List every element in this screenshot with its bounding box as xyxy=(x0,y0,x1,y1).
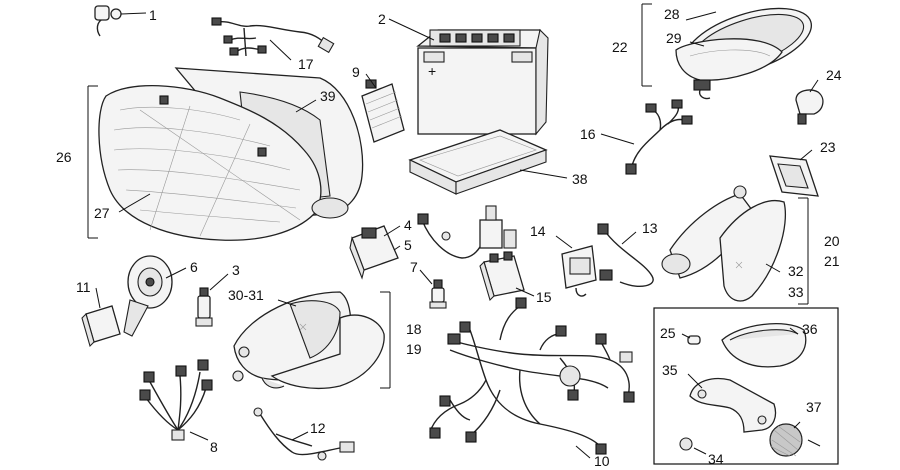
part-13-cable xyxy=(597,223,654,287)
label-12: 12 xyxy=(310,420,326,436)
part-15-fuse-holder xyxy=(479,251,535,302)
label-24: 24 xyxy=(826,67,842,83)
part-9-regulator xyxy=(361,73,405,143)
label-1: 1 xyxy=(149,7,157,23)
label-25: 25 xyxy=(660,325,676,341)
part-10-main-harness xyxy=(429,297,635,459)
part-labels: 1 2 3 4 5 6 7 8 9 10 11 12 13 14 15 16 1… xyxy=(56,6,842,469)
label-26: 26 xyxy=(56,149,72,165)
part-fuse-harness xyxy=(417,205,517,259)
battery-polarity-mark: + xyxy=(428,63,436,79)
part-6-horn xyxy=(123,255,187,337)
label-29: 29 xyxy=(666,30,682,46)
part-12-cable xyxy=(253,407,355,461)
label-38: 38 xyxy=(572,171,588,187)
part-38-battery-tray xyxy=(408,129,568,195)
label-36: 36 xyxy=(802,321,818,337)
label-15: 15 xyxy=(536,289,552,305)
label-35: 35 xyxy=(662,362,678,378)
label-18: 18 xyxy=(406,321,422,337)
part-3-switch xyxy=(195,273,229,327)
label-9: 9 xyxy=(352,64,360,80)
label-5: 5 xyxy=(404,237,412,253)
part-30-31-rear-fender xyxy=(232,291,391,389)
label-19: 19 xyxy=(406,341,422,357)
part-7-sensor xyxy=(419,269,447,309)
label-2: 2 xyxy=(378,11,386,27)
label-10: 10 xyxy=(594,453,610,469)
part-tail-light-group xyxy=(653,307,839,465)
label-6: 6 xyxy=(190,259,198,275)
label-33: 33 xyxy=(788,284,804,300)
part-23-plate-light xyxy=(769,149,819,197)
label-23: 23 xyxy=(820,139,836,155)
tail-light-group-frame xyxy=(653,307,839,465)
label-14: 14 xyxy=(530,223,546,239)
part-2-battery: + xyxy=(388,18,549,136)
part-4-5-relay xyxy=(349,225,401,280)
label-34: 34 xyxy=(708,451,724,467)
part-17-harness xyxy=(211,17,335,61)
label-22: 22 xyxy=(612,39,628,55)
part-14-switch xyxy=(555,235,597,297)
label-4: 4 xyxy=(404,217,412,233)
label-16: 16 xyxy=(580,126,596,142)
part-16-harness xyxy=(600,99,693,175)
label-13: 13 xyxy=(642,220,658,236)
part-24-lamp xyxy=(795,79,824,125)
part-22-front-light xyxy=(641,3,813,100)
label-32: 32 xyxy=(788,263,804,279)
label-39: 39 xyxy=(320,88,336,104)
label-3: 3 xyxy=(232,262,240,278)
label-21: 21 xyxy=(824,253,840,269)
label-30-31: 30-31 xyxy=(228,287,264,303)
label-28: 28 xyxy=(664,6,680,22)
label-8: 8 xyxy=(210,439,218,455)
part-8-harness xyxy=(139,359,213,441)
label-27: 27 xyxy=(94,205,110,221)
label-7: 7 xyxy=(410,259,418,275)
part-26-headlight xyxy=(87,67,364,241)
part-1-bulb xyxy=(94,5,147,37)
label-17: 17 xyxy=(298,56,314,72)
part-11-flasher xyxy=(81,287,121,348)
part-20-21-rear-cowl xyxy=(661,185,809,305)
label-37: 37 xyxy=(806,399,822,415)
label-11: 11 xyxy=(76,279,91,295)
label-20: 20 xyxy=(824,233,840,249)
